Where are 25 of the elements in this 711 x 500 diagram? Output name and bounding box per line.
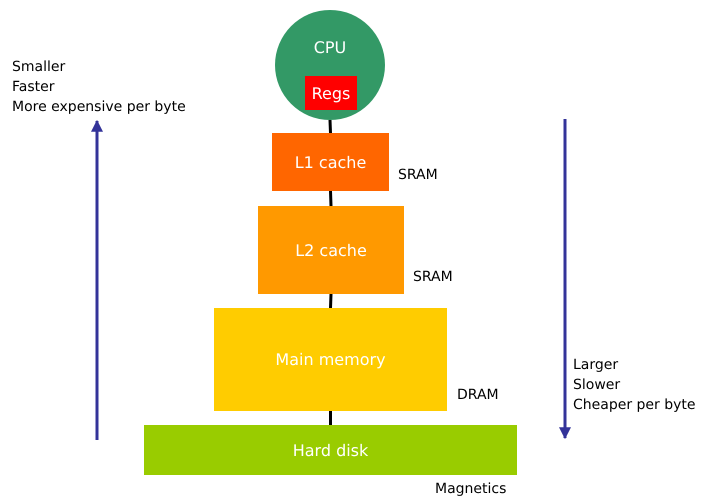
node-label: Regs bbox=[312, 84, 350, 102]
connector-line bbox=[329, 411, 332, 425]
node-label: CPU bbox=[314, 38, 346, 57]
memory-type-label: SRAM bbox=[398, 167, 438, 183]
property-label: Slower bbox=[573, 376, 620, 395]
property-label: More expensive per byte bbox=[12, 98, 186, 117]
connector-line bbox=[328, 120, 332, 134]
memory-box bbox=[272, 133, 389, 191]
property-label: Faster bbox=[12, 78, 54, 97]
node-label: L2 cache bbox=[295, 240, 367, 260]
memory-type-label: DRAM bbox=[457, 387, 499, 403]
node-label: Main memory bbox=[275, 350, 386, 369]
node-label: Hard disk bbox=[292, 440, 368, 460]
property-label: Cheaper per byte bbox=[573, 396, 696, 415]
memory-type-label: Magnetics bbox=[435, 481, 506, 497]
connector-line bbox=[329, 190, 332, 206]
memory-type-label: SRAM bbox=[413, 269, 453, 285]
memory-box bbox=[258, 206, 404, 294]
connector-line bbox=[329, 294, 332, 308]
memory-box bbox=[214, 308, 447, 411]
memory-box bbox=[144, 425, 517, 475]
node-label: L1 cache bbox=[294, 152, 366, 172]
property-label: Smaller bbox=[12, 58, 66, 77]
property-label: Larger bbox=[573, 356, 618, 375]
memory-box bbox=[305, 76, 357, 110]
